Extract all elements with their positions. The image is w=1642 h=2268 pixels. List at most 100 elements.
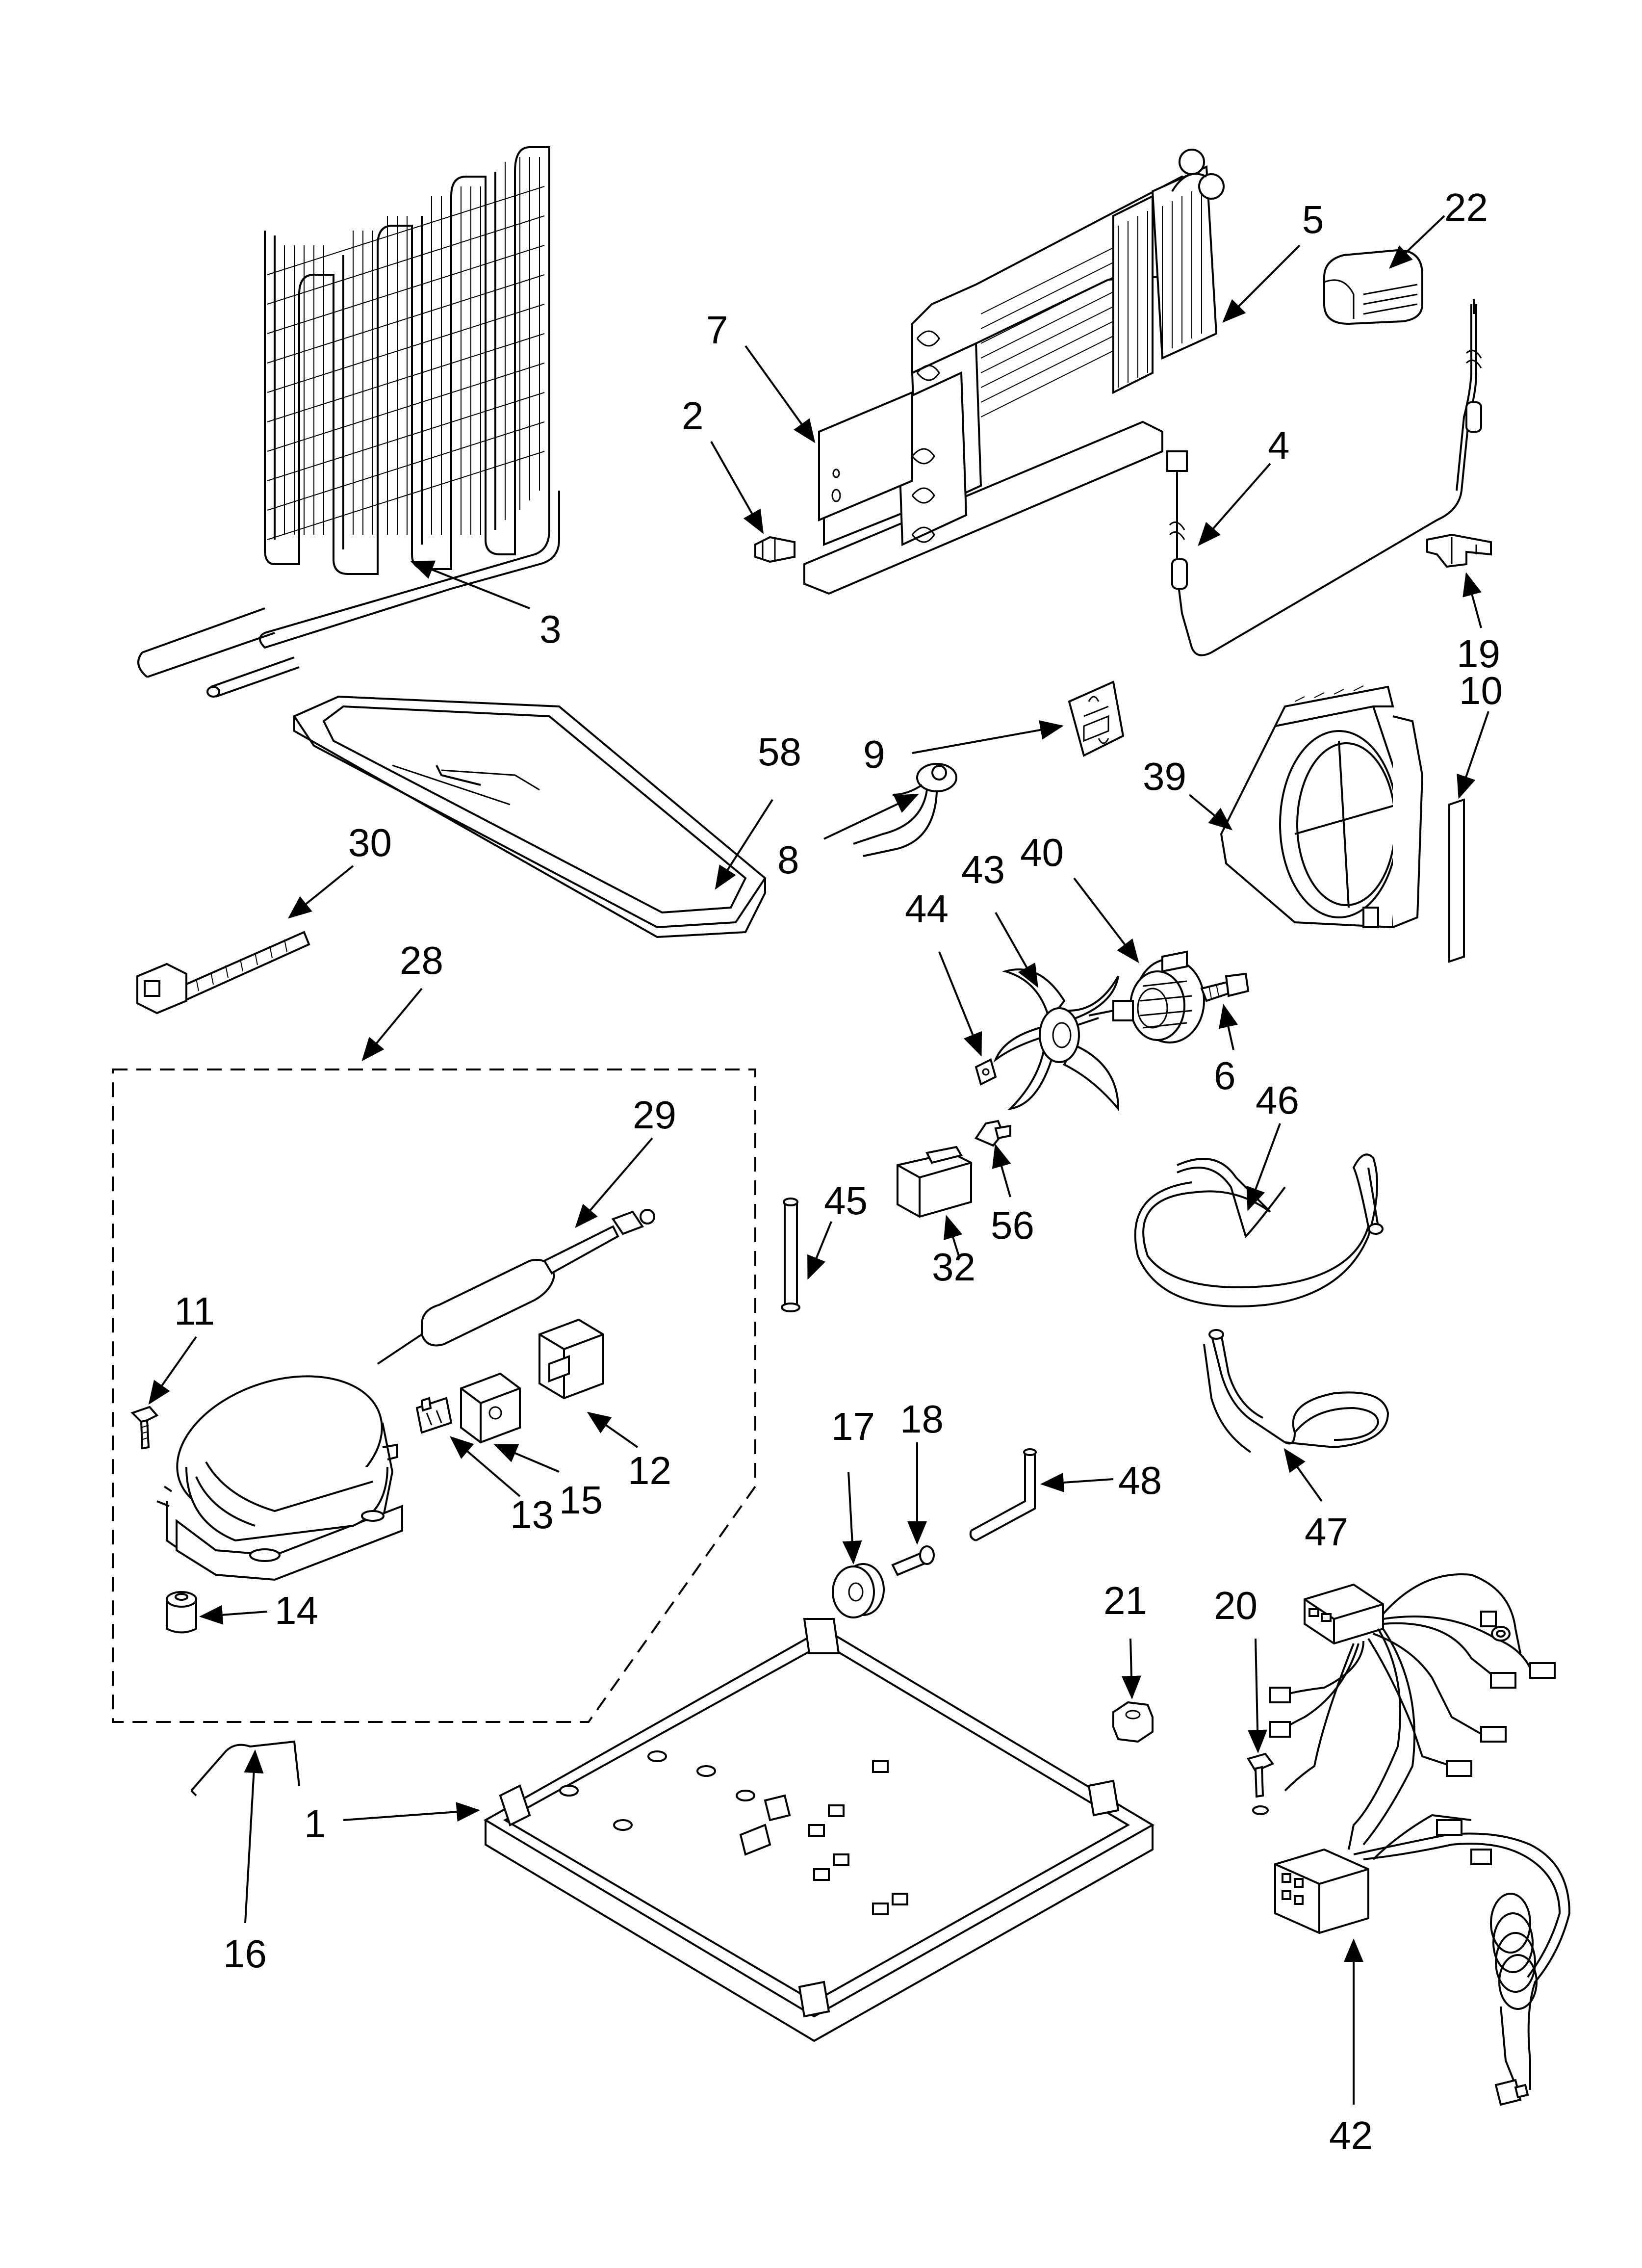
callout-arrow-56 [992, 1144, 1011, 1198]
clip-part-19 [1426, 533, 1492, 568]
callout-arrow-29 [575, 1137, 653, 1228]
callout-arrow-6 [1219, 1004, 1238, 1050]
spring-part-16 [190, 1740, 300, 1797]
callout-1: 1 [304, 1802, 326, 1846]
callout-arrow-48 [1040, 1473, 1114, 1492]
callout-arrow-19 [1462, 572, 1482, 628]
clip-part-44 [975, 1058, 997, 1086]
callout-15: 15 [559, 1478, 603, 1522]
callout-19: 19 [1457, 632, 1500, 676]
callout-20: 20 [1214, 1584, 1257, 1627]
callout-6: 6 [1214, 1054, 1236, 1097]
callout-arrow-3 [410, 560, 530, 609]
callout-4: 4 [1268, 423, 1290, 467]
relay-box-part-32 [897, 1146, 972, 1218]
callout-46: 46 [1256, 1078, 1299, 1122]
pin-part-45 [781, 1198, 800, 1312]
wheel-part-17 [832, 1563, 885, 1618]
cap-part-22 [1323, 249, 1423, 325]
clip-part-13 [415, 1397, 453, 1434]
callout-arrow-32 [944, 1215, 963, 1256]
callout-18: 18 [900, 1397, 944, 1441]
grommet-part-14 [166, 1591, 197, 1634]
screw-part-56 [975, 1120, 1011, 1147]
callout-12: 12 [628, 1449, 671, 1492]
screw-part-11 [130, 1406, 159, 1450]
screw-part-6 [1200, 972, 1250, 1002]
callout-arrow-20 [1248, 1638, 1268, 1753]
callout-42: 42 [1329, 2113, 1373, 2157]
callout-44: 44 [905, 887, 949, 931]
fan-motor-part-40 [1088, 950, 1205, 1043]
callout-13: 13 [510, 1493, 554, 1537]
callout-arrow-47 [1283, 1448, 1323, 1502]
callout-arrow-58 [715, 799, 773, 890]
callout-9: 9 [863, 732, 885, 776]
callout-arrow-43 [995, 912, 1038, 988]
callout-arrow-30 [287, 865, 354, 919]
callout-30: 30 [348, 821, 392, 864]
tube-part-48 [969, 1448, 1037, 1541]
lamp-part-8 [853, 763, 957, 857]
callout-10: 10 [1459, 669, 1503, 712]
callout-47: 47 [1305, 1510, 1348, 1554]
callout-arrow-44 [938, 951, 982, 1057]
overload-part-15 [460, 1372, 521, 1444]
cable-tie-part-30 [136, 931, 310, 1015]
callout-arrow-21 [1121, 1638, 1141, 1699]
bracket-part-9 [1068, 680, 1125, 757]
callout-7: 7 [706, 308, 728, 352]
callout-43: 43 [961, 848, 1005, 891]
callout-arrow-2 [710, 441, 764, 534]
fan-blade-part-43 [993, 968, 1120, 1112]
callout-arrow-7 [744, 345, 816, 443]
callout-arrow-40 [1073, 877, 1139, 964]
screw-part-20 [1246, 1752, 1275, 1815]
callout-29: 29 [633, 1093, 676, 1137]
callout-arrow-39 [1188, 794, 1233, 831]
callout-3: 3 [539, 607, 562, 651]
callout-22: 22 [1444, 185, 1488, 229]
screw-part-2 [754, 536, 795, 563]
nut-part-21 [1112, 1701, 1154, 1743]
callout-arrow-12 [587, 1411, 639, 1448]
callout-48: 48 [1118, 1459, 1162, 1502]
callout-8: 8 [777, 838, 799, 882]
compressor-kit-outline-28 [112, 1069, 756, 1723]
callout-arrow-15 [493, 1444, 560, 1473]
callout-arrow-11 [148, 1336, 197, 1405]
callout-arrow-10 [1457, 711, 1489, 799]
callout-5: 5 [1302, 198, 1324, 241]
callout-arrow-45 [807, 1221, 832, 1280]
base-frame-part-1 [484, 1618, 1155, 2042]
wire-harness-part-42 [1269, 1573, 1571, 2106]
condenser-coil [137, 146, 560, 698]
fan-shroud-part-39 [1220, 685, 1424, 929]
drain-pan-part-58 [293, 695, 767, 938]
strip-part-10 [1448, 798, 1465, 963]
callout-arrow-8 [823, 794, 919, 840]
callout-arrow-9 [912, 720, 1064, 754]
callout-2: 2 [682, 394, 704, 438]
callout-arrow-46 [1246, 1123, 1281, 1211]
tube-part-46 [1134, 1153, 1384, 1307]
evaporator [803, 149, 1225, 595]
callout-58: 58 [758, 730, 801, 774]
callout-arrow-5 [1222, 244, 1301, 323]
sensor-wire-part-4 [1166, 299, 1482, 656]
callout-arrow-13 [449, 1436, 521, 1497]
callout-39: 39 [1143, 755, 1186, 798]
axle-part-18 [891, 1545, 935, 1576]
callout-28: 28 [400, 938, 443, 982]
callout-arrow-28 [361, 988, 423, 1062]
callout-56: 56 [991, 1203, 1034, 1247]
callout-32: 32 [932, 1245, 975, 1289]
callout-11: 11 [174, 1289, 215, 1333]
callout-arrow-22 [1389, 215, 1445, 269]
callout-21: 21 [1103, 1579, 1147, 1622]
tube-part-47 [1203, 1329, 1389, 1453]
callout-14: 14 [275, 1589, 318, 1632]
callout-arrow-4 [1198, 463, 1271, 547]
callout-17: 17 [831, 1405, 875, 1448]
